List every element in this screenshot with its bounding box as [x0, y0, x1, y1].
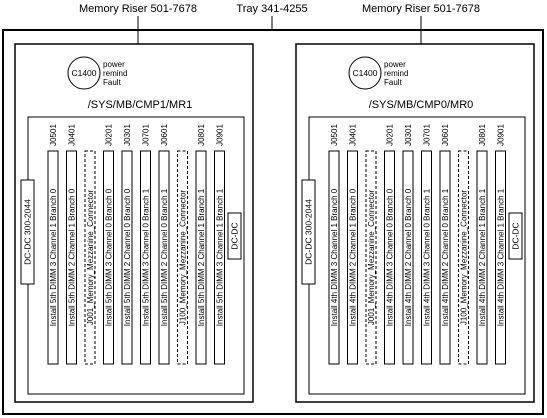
mezzanine-connector[interactable]: J001_Memory_Mezzanine_Connector — [84, 150, 96, 365]
dc-dc-left-label: DC-DC 300-2044 — [23, 199, 33, 265]
slot-label: Install 4th DIMM 3 Channel 1 Branch 0 — [330, 188, 339, 326]
led-label: remind — [384, 69, 408, 78]
slot-ref: J0501 — [49, 124, 58, 146]
led-label: Fault — [103, 78, 122, 87]
dc-dc-right-label: DC-DC — [511, 222, 521, 249]
slot-label: Install 4th DIMM 2 Channel 1 Branch 1 — [478, 188, 487, 326]
slot-ref: J0201 — [386, 124, 395, 146]
slot-label: J001_Memory_Mezzanine_Connector — [367, 190, 376, 326]
slot-ref: J0501 — [330, 124, 339, 146]
mezzanine-connector[interactable]: J100_Memory_Mezzanine_Connector — [177, 150, 188, 365]
riser-outline — [14, 43, 254, 403]
dc-dc-converter-right: DC-DC — [227, 212, 242, 260]
slot-label: Install 5th DIMM 3 Channel 0 Branch 1 — [142, 188, 151, 326]
slot-label: Install 5th DIMM 2 Channel 0 Branch 0 — [123, 188, 132, 326]
slot-label: Install 4th DIMM 3 Channel 0 Branch 1 — [423, 188, 432, 326]
led-code: C1400 — [352, 68, 377, 78]
riser-outline — [295, 43, 535, 403]
dc-dc-right-label: DC-DC — [230, 222, 240, 249]
led-label: power — [103, 60, 125, 69]
slot-label: J001_Memory_Mezzanine_Connector — [86, 190, 95, 326]
slot-ref: J0301 — [123, 124, 132, 146]
slot-label: Install 4th DIMM 3 Channel 1 Branch 1 — [497, 188, 506, 326]
slot-ref: J0801 — [197, 124, 206, 146]
slot-ref: J0301 — [404, 124, 413, 146]
dc-dc-converter-right: DC-DC — [508, 212, 523, 260]
led-label: Fault — [384, 78, 403, 87]
tray-outline — [2, 29, 544, 415]
mezzanine-connector[interactable]: J100_Memory_Mezzanine_Connector — [458, 150, 469, 365]
led-label: remind — [103, 69, 127, 78]
slot-label: J100_Memory_Mezzanine_Connector — [179, 190, 188, 326]
slot-ref: J0401 — [349, 124, 358, 146]
slot-label: Install 5th DIMM 2 Channel 1 Branch 0 — [68, 188, 77, 326]
slot-ref: J0801 — [478, 124, 487, 146]
led-circle — [348, 56, 382, 90]
riser-path: /SYS/MB/CMP1/MR1 — [88, 99, 193, 111]
slot-ref: J0601 — [441, 124, 450, 146]
slot-label: Install 4th DIMM 2 Channel 1 Branch 0 — [349, 188, 358, 326]
led-circle — [67, 56, 101, 90]
riser-left-callout: Memory Riser 501-7678 — [79, 3, 197, 15]
slot-ref: J0401 — [68, 124, 77, 146]
slot-ref: J0701 — [423, 124, 432, 146]
mezzanine-connector[interactable]: J001_Memory_Mezzanine_Connector — [365, 150, 377, 365]
memory-riser-left: C1400 powerremindFault/SYS/MB/CMP1/MR1DC-… — [14, 43, 254, 403]
slot-label: Install 5th DIMM 2 Channel 0 Branch 1 — [160, 188, 169, 326]
slot-ref: J0701 — [142, 124, 151, 146]
led-code: C1400 — [71, 68, 96, 78]
dc-dc-left-label: DC-DC 300-2044 — [304, 199, 314, 265]
slot-ref: J0901 — [497, 124, 506, 146]
riser-path: /SYS/MB/CMP0/MR0 — [369, 99, 474, 111]
slot-ref: J0201 — [105, 124, 114, 146]
slot-label: J100_Memory_Mezzanine_Connector — [460, 190, 469, 326]
slot-label: Install 4th DIMM 2 Channel 0 Branch 1 — [441, 188, 450, 326]
riser-right-callout: Memory Riser 501-7678 — [362, 3, 480, 15]
dc-dc-converter-left: DC-DC 300-2044 — [301, 179, 316, 285]
slot-label: Install 4th DIMM 2 Channel 0 Branch 0 — [404, 188, 413, 326]
slot-label: Install 5th DIMM 3 Channel 1 Branch 0 — [49, 188, 58, 326]
riser-board — [27, 116, 245, 395]
slot-label: Install 5th DIMM 2 Channel 1 Branch 1 — [197, 188, 206, 326]
slot-label: Install 5th DIMM 3 Channel 0 Branch 0 — [105, 188, 114, 326]
memory-riser-right: C1400 powerremindFault/SYS/MB/CMP0/MR0DC-… — [295, 43, 535, 403]
slot-label: Install 4th DIMM 3 Channel 0 Branch 0 — [386, 188, 395, 326]
slot-ref: J0901 — [216, 124, 225, 146]
led-label: power — [384, 60, 406, 69]
slot-ref: J0601 — [160, 124, 169, 146]
dc-dc-converter-left: DC-DC 300-2044 — [20, 179, 35, 285]
riser-board — [308, 116, 526, 395]
slot-label: Install 5th DIMM 3 Channel 1 Branch 1 — [216, 188, 225, 326]
tray-callout: Tray 341-4255 — [236, 3, 307, 15]
